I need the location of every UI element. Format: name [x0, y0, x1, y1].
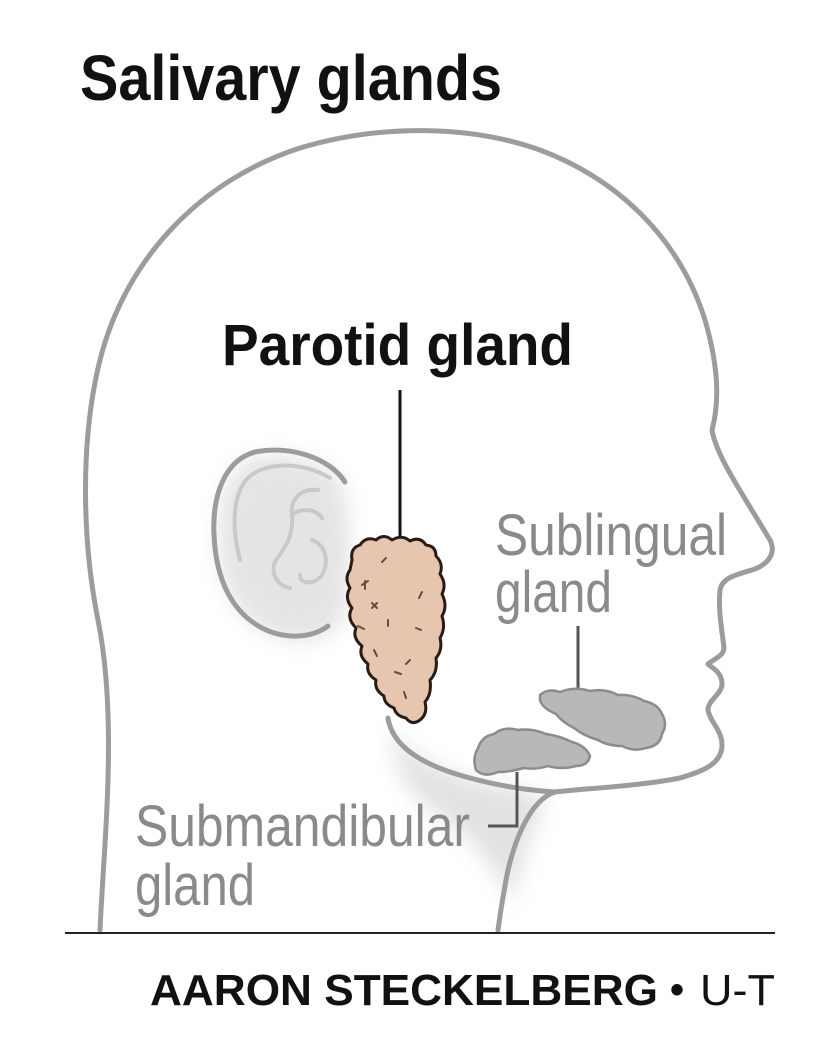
- ear-inner-rim: [232, 463, 332, 562]
- submandibular-leader-line: [488, 772, 519, 828]
- parotid-texture: [357, 557, 423, 699]
- parotid-gland: [345, 535, 447, 725]
- ear-antihelix: [271, 487, 324, 590]
- sublingual-label-line2: gland: [495, 560, 612, 625]
- jaw-line: [385, 715, 558, 795]
- parotid-label: Parotid gland: [222, 313, 573, 378]
- credit-author: AARON STECKELBERG: [150, 966, 658, 1015]
- submandibular-label-line1: Submandibular: [135, 794, 470, 859]
- ear-concha: [298, 538, 328, 585]
- credit-separator: •: [670, 968, 684, 1012]
- credit-outlet: U-T: [700, 966, 775, 1015]
- ear: [211, 447, 348, 639]
- sublingual-gland: [538, 687, 667, 751]
- jaw-neck-shadow: [391, 728, 544, 905]
- parotid-gland-shape: [345, 535, 447, 725]
- ear-outer-helix: [211, 447, 348, 639]
- page-title: Salivary glands: [80, 42, 502, 114]
- sublingual-label-line1: Sublingual: [495, 503, 727, 568]
- submandibular-label-line2: gland: [135, 853, 255, 918]
- head-outline: [83, 128, 775, 933]
- submandibular-gland: [473, 727, 592, 776]
